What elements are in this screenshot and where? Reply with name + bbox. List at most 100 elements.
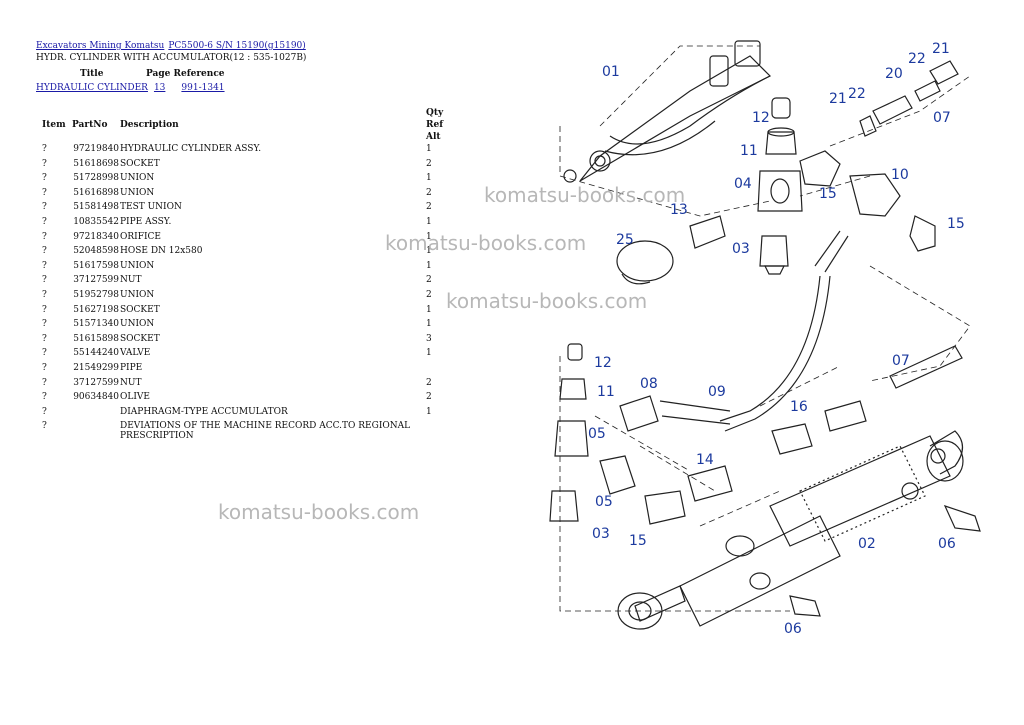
part-qty [426,420,446,441]
reference-num-link[interactable]: 13 [153,83,166,93]
callout-20: 20 [885,66,903,82]
part-item: ? [42,348,47,359]
part-number: 51571340 [73,319,119,330]
part-qty: 2 [426,289,432,300]
part-item: ? [42,304,47,315]
part-qty: 1 [426,319,432,330]
part-description: SOCKET [120,304,160,315]
part-description: UNION [120,173,155,184]
callout-08: 08 [640,376,658,392]
col-partno: PartNo [72,120,108,130]
callout-21-lower: 21 [829,91,847,107]
watermark: komatsu-books.com [218,500,420,524]
part-item: ? [42,377,47,388]
part-item: ? [42,275,47,286]
part-description: UNION [120,260,155,271]
part-number: 55144240 [73,348,119,359]
part-description: DIAPHRAGM-TYPE ACCUMULATOR [120,406,288,417]
breadcrumb-link-category[interactable]: Excavators Mining Komatsu [36,41,165,51]
part-description: VALVE [120,348,151,359]
callout-labels: 01 02 03 03 04 05 05 06 06 07 07 08 09 1… [588,41,965,636]
part-item: ? [42,144,47,154]
callout-10: 10 [891,167,909,183]
callout-06-lower: 06 [784,621,802,636]
callout-07: 07 [933,110,951,126]
callout-12: 12 [752,110,770,126]
part-number: 97219840 [73,144,119,154]
part-item: ? [42,421,47,432]
reference-title-link[interactable]: HYDRAULIC CYLINDER [36,83,148,93]
part-number: 52048598 [73,246,119,257]
callout-09: 09 [708,384,726,400]
part-item: ? [42,158,47,169]
callout-11-lower: 11 [597,384,615,400]
callout-16: 16 [790,399,808,415]
part-number [72,406,120,421]
part-description: HYDRAULIC CYLINDER ASSY. [120,144,262,154]
part-number: 51616898 [73,187,119,198]
part-qty [426,362,446,377]
part-item: ? [42,362,47,373]
part-item: ? [42,173,47,184]
part-description: OLIVE [120,392,150,403]
part-number: 37127599 [73,377,119,388]
col-qty-ref-alt: Qty Ref Alt [426,108,444,142]
part-item: ? [42,319,47,330]
reference-header: Title Page Reference [36,68,496,80]
part-qty: 2 [426,187,432,198]
callout-11: 11 [740,143,758,159]
watermark: komatsu-books.com [385,231,587,255]
part-number [72,420,120,441]
callout-22: 22 [908,51,926,67]
part-qty: 2 [426,377,432,388]
part-number: 51615898 [73,333,119,344]
watermark: komatsu-books.com [484,183,686,207]
part-item: ? [42,216,47,227]
reference-page-link[interactable]: 991-1341 [181,83,225,93]
part-description: NUT [120,275,142,286]
part-description: NUT [120,377,142,388]
exploded-parts-diagram: 01 02 03 03 04 05 05 06 06 07 07 08 09 1… [549,40,981,636]
part-item: ? [42,187,47,198]
col-description: Description [120,120,179,130]
part-number: 21549299 [73,362,119,373]
part-number: 51728998 [73,173,119,184]
col-item: Item [42,120,66,130]
part-qty: 1 [426,231,432,242]
part-item: ? [42,392,47,403]
reference-table: Title Page Reference HYDRAULIC CYLINDER … [36,68,496,94]
part-qty: 2 [426,392,432,403]
parts-table-header: Item PartNo Description Qty Ref Alt [36,107,446,143]
part-description: UNION [120,289,155,300]
part-number: 90634840 [73,392,119,403]
parts-table: Item PartNo Description Qty Ref Alt ?972… [36,107,446,441]
part-qty: 2 [426,158,432,169]
callout-13: 13 [670,202,688,218]
part-number: 37127599 [73,275,119,286]
breadcrumb-link-model[interactable]: PC5500-6 S/N 15190(g15190) [168,41,306,51]
reference-col-page-ref: Page Reference [146,69,225,79]
callout-06: 06 [938,536,956,552]
part-qty: 1 [426,348,432,359]
part-qty: 2 [426,275,432,286]
part-qty: 1 [426,406,432,417]
callout-07-lower: 07 [892,353,910,369]
part-item: ? [42,246,47,257]
callout-04: 04 [734,176,752,192]
callout-05: 05 [588,426,606,442]
part-description: PIPE ASSY. [120,216,172,227]
